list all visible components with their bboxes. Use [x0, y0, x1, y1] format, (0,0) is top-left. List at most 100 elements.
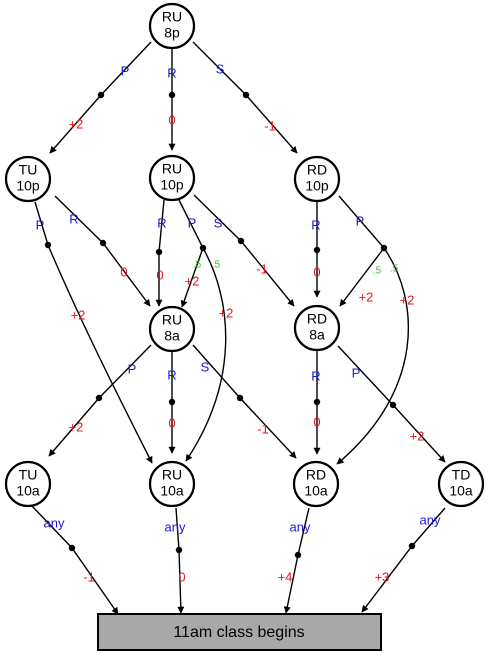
edge-ru10p-p-ru10a — [185, 247, 227, 462]
chance-dot — [236, 394, 244, 402]
node-label: 10a — [449, 483, 473, 499]
chance-dot — [168, 91, 176, 99]
action-label: R — [157, 215, 166, 230]
chance-dot — [313, 246, 321, 254]
state-node-td-10a: TD 10a — [437, 460, 485, 508]
probability-label: .5 — [212, 260, 221, 271]
action-label: any — [165, 519, 186, 534]
reward-label: 0 — [156, 267, 163, 282]
reward-label: +4 — [278, 569, 293, 584]
action-label: S — [216, 61, 225, 76]
reward-label: +3 — [375, 569, 390, 584]
node-label: RU — [162, 9, 182, 25]
node-label: 8p — [164, 25, 180, 41]
action-label: P — [128, 361, 137, 376]
node-label: RD — [306, 467, 326, 483]
edge-ru10p-rd8a — [193, 194, 295, 307]
state-node-ru-10a: RU 10a — [148, 460, 196, 508]
reward-label: 0 — [168, 112, 175, 127]
reward-label: +2 — [69, 116, 84, 131]
reward-label: 0 — [313, 414, 320, 429]
node-label: TU — [19, 467, 38, 483]
action-label: P — [188, 215, 197, 230]
chance-dot — [199, 244, 207, 252]
reward-label: +2 — [185, 273, 200, 288]
state-node-ru-10p: RU 10p — [148, 154, 196, 202]
action-label: S — [201, 359, 210, 374]
node-label: TD — [452, 467, 471, 483]
probability-label: .5 — [193, 260, 202, 271]
state-node-rd-10a: RD 10a — [292, 460, 340, 508]
action-label: P — [121, 63, 130, 78]
probability-labels: .5 .5 .5 .5 — [193, 260, 399, 277]
state-node-ru-8p: RU 8p — [148, 2, 196, 50]
reward-label: +2 — [69, 419, 84, 434]
chance-dot — [168, 398, 176, 406]
state-node-rd-8a: RD 8a — [293, 304, 341, 352]
chance-dot — [44, 241, 52, 249]
reward-label: +2 — [71, 307, 86, 322]
node-label: RD — [307, 162, 327, 178]
action-label: S — [214, 215, 223, 230]
nodes: RU 8p TU 10p RU 10p RD 10p RU 8a RD 8a — [4, 2, 485, 508]
state-node-tu-10p: TU 10p — [4, 155, 52, 203]
action-labels: P R S P R R P S R P P R S R P any any an… — [36, 61, 441, 534]
action-label: R — [167, 367, 176, 382]
chance-dot — [175, 546, 183, 554]
chance-dot — [95, 394, 103, 402]
terminal-label: 11am class begins — [173, 624, 304, 641]
node-label: 10p — [305, 178, 329, 194]
chance-dot — [389, 401, 397, 409]
reward-label: 0 — [168, 415, 175, 430]
chance-dot — [294, 551, 302, 559]
chance-dot — [380, 244, 388, 252]
node-label: RU — [162, 161, 182, 177]
state-node-ru-8a: RU 8a — [148, 305, 196, 353]
reward-label: 0 — [178, 569, 185, 584]
chance-dot — [97, 91, 105, 99]
state-node-rd-10p: RD 10p — [293, 155, 341, 203]
chance-dot — [313, 398, 321, 406]
node-label: 8a — [309, 327, 325, 343]
action-label: R — [311, 368, 320, 383]
reward-label: 0 — [313, 264, 320, 279]
reward-labels: +2 0 -1 0 +2 0 +2 -1 0 +2 +2 +2 0 -1 0 +… — [69, 112, 415, 584]
action-label: R — [167, 65, 176, 80]
reward-label: -1 — [256, 261, 268, 276]
action-label: P — [356, 213, 365, 228]
node-label: 10a — [160, 483, 184, 499]
chance-dot — [237, 237, 245, 245]
reward-label: +2 — [359, 289, 374, 304]
probability-label: .5 — [390, 264, 399, 275]
reward-label: -1 — [257, 421, 269, 436]
terminal-rect — [97, 613, 382, 651]
action-label: any — [44, 515, 65, 530]
reward-label: +2 — [400, 292, 415, 307]
chance-dots — [44, 91, 416, 559]
chance-dot — [155, 248, 163, 256]
chance-dot — [68, 544, 76, 552]
action-label: R — [69, 211, 78, 226]
edge-rd10p-p-rd10a — [336, 247, 410, 465]
action-label: P — [36, 217, 45, 232]
terminal-box: 11am class begins — [97, 613, 382, 651]
action-label: any — [420, 512, 441, 527]
state-node-tu-10a: TU 10a — [4, 460, 52, 508]
node-label: 10a — [16, 483, 40, 499]
chance-dot — [99, 239, 107, 247]
node-label: RU — [162, 467, 182, 483]
node-label: 8a — [164, 328, 180, 344]
node-label: 10p — [16, 178, 40, 194]
edge-tu10p-ru10a — [34, 201, 153, 464]
action-label: any — [290, 519, 311, 534]
node-label: 10p — [160, 177, 184, 193]
reward-label: -1 — [264, 118, 276, 133]
reward-label: -1 — [83, 569, 95, 584]
node-label: 10a — [304, 483, 328, 499]
probability-label: .5 — [373, 266, 382, 277]
action-label: R — [311, 217, 320, 232]
reward-label: +2 — [410, 428, 425, 443]
reward-label: +2 — [219, 305, 234, 320]
node-label: RD — [307, 311, 327, 327]
